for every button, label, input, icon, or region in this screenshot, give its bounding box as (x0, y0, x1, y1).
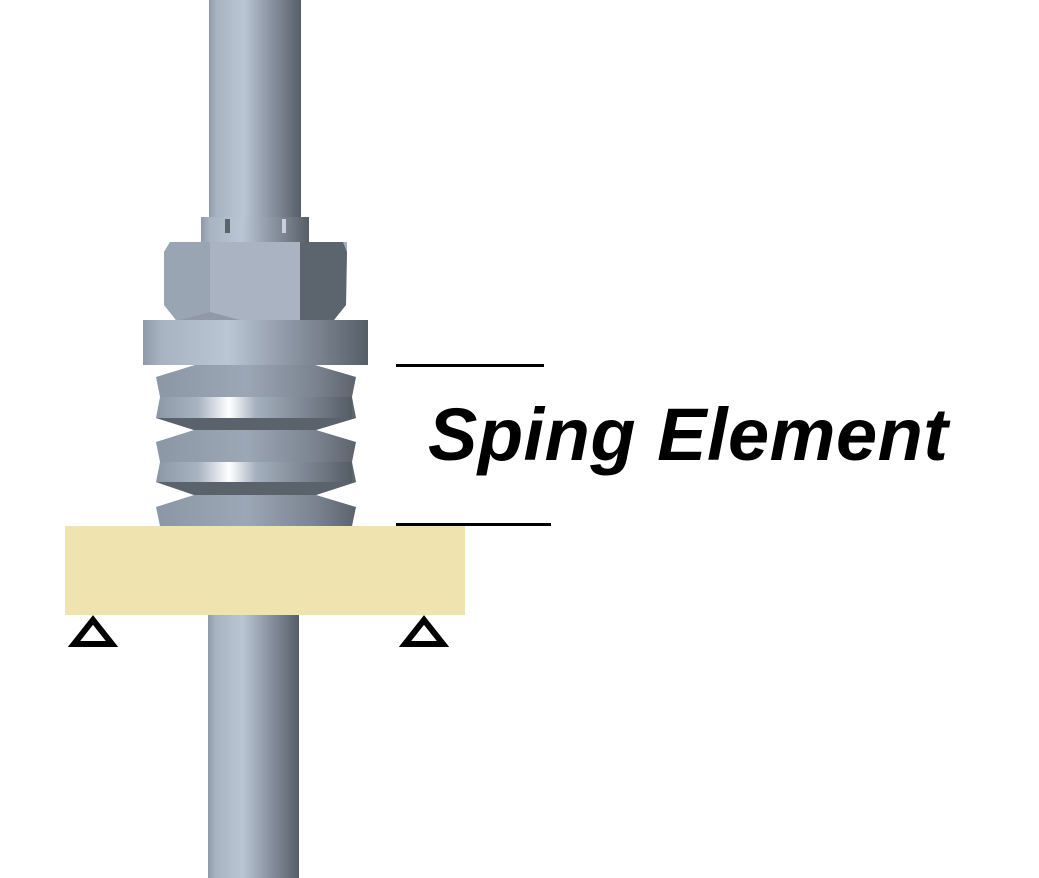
disc-spring-stack (156, 365, 356, 526)
washer (143, 320, 368, 365)
support-plate (65, 526, 465, 615)
left-support-triangle (67, 615, 119, 647)
right-support-triangle (398, 615, 450, 647)
hex-nut (164, 242, 347, 320)
spring-bound-line-top (396, 364, 544, 367)
lock-nut (201, 217, 309, 243)
threaded-rod-lower (208, 615, 299, 878)
spring-element-label: Sping Element (428, 393, 949, 476)
spring-bound-line-bottom (396, 523, 551, 526)
threaded-rod-upper (209, 0, 301, 220)
